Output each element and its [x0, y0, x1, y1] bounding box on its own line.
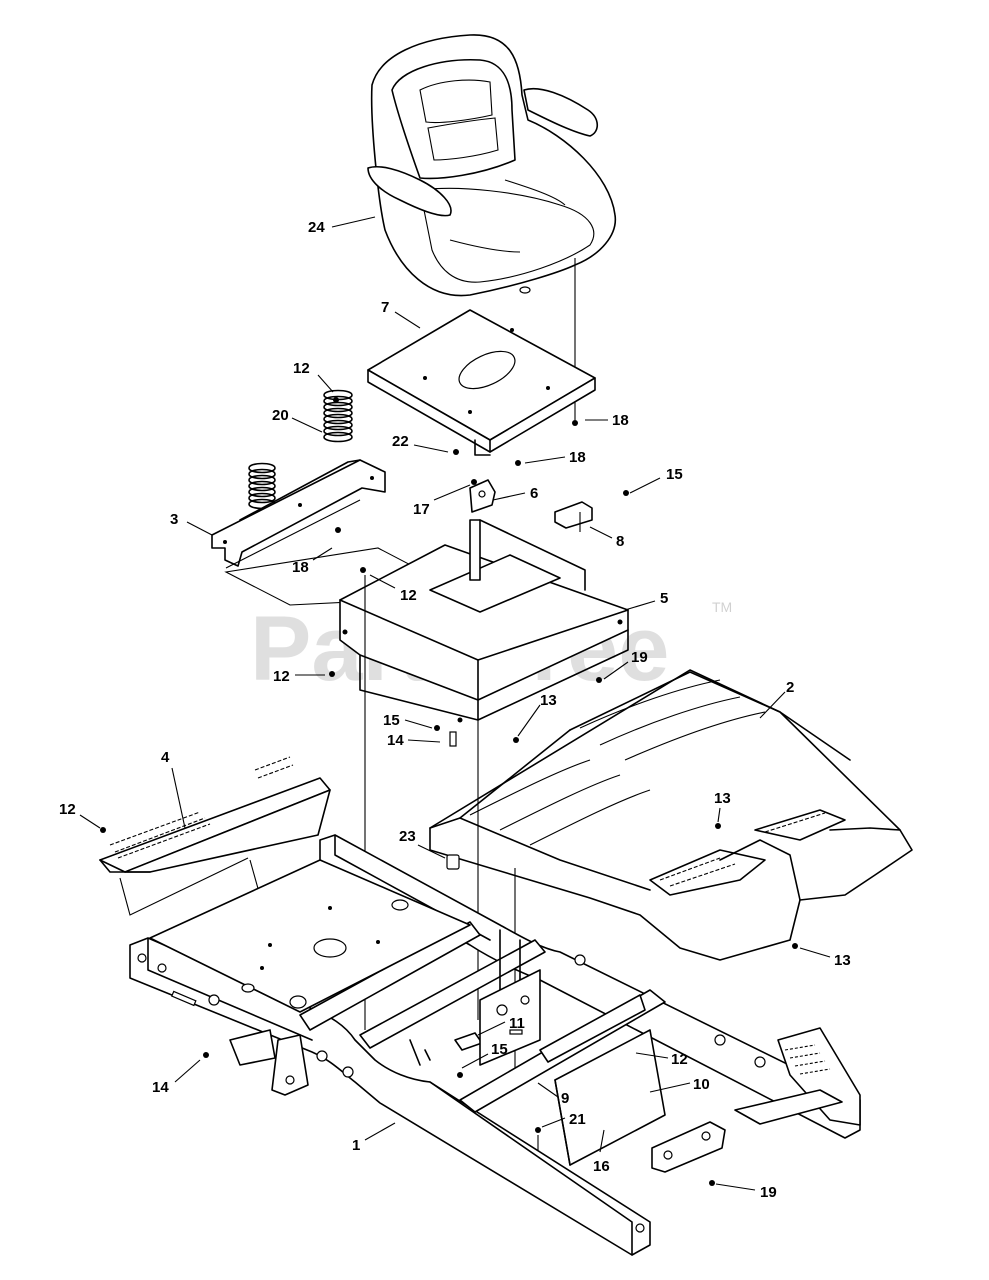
seat-spring-part-20[interactable]	[248, 389, 353, 510]
callout-1[interactable]: 1	[352, 1137, 360, 1154]
callout-leaders	[79, 216, 831, 1191]
callout-12[interactable]: 12	[400, 587, 417, 604]
callout-22[interactable]: 22	[392, 433, 409, 450]
callout-18[interactable]: 18	[292, 559, 309, 576]
callout-16[interactable]: 16	[593, 1158, 610, 1175]
callout-5[interactable]: 5	[660, 590, 668, 607]
callout-12[interactable]: 12	[671, 1051, 688, 1068]
callout-14[interactable]: 14	[152, 1079, 169, 1096]
callout-7[interactable]: 7	[381, 299, 389, 316]
callout-2[interactable]: 2	[786, 679, 794, 696]
floor-pan-part-2[interactable]	[429, 669, 913, 961]
seat-plate-part-7[interactable]	[367, 309, 596, 456]
callout-8[interactable]: 8	[616, 533, 624, 550]
callout-11[interactable]: 11	[509, 1015, 525, 1032]
callout-19[interactable]: 19	[760, 1184, 777, 1201]
callout-18[interactable]: 18	[612, 412, 629, 429]
callout-20[interactable]: 20	[272, 407, 289, 424]
callout-13[interactable]: 13	[540, 692, 557, 709]
seat-part-24[interactable]	[367, 34, 617, 420]
callout-15[interactable]: 15	[666, 466, 683, 483]
callout-3[interactable]: 3	[170, 511, 178, 528]
spring-bracket-part-3[interactable]	[211, 459, 386, 569]
callout-6[interactable]: 6	[530, 485, 538, 502]
callout-12[interactable]: 12	[59, 801, 76, 818]
footrest-plate-part-4[interactable]	[99, 756, 331, 873]
callout-18[interactable]: 18	[569, 449, 586, 466]
watermark-tm: TM	[712, 599, 732, 615]
callout-14[interactable]: 14	[387, 732, 404, 749]
callout-9[interactable]: 9	[561, 1090, 569, 1107]
bracket-part-6[interactable]	[469, 479, 496, 513]
callout-12[interactable]: 12	[273, 668, 290, 685]
callout-19[interactable]: 19	[631, 649, 648, 666]
bracket-part-8[interactable]	[554, 501, 593, 532]
callout-15[interactable]: 15	[383, 712, 400, 729]
callout-12[interactable]: 12	[293, 360, 310, 377]
callout-17[interactable]: 17	[413, 501, 430, 518]
callout-4[interactable]: 4	[161, 749, 170, 766]
callout-10[interactable]: 10	[693, 1076, 710, 1093]
seat-box-part-5[interactable]	[339, 519, 629, 723]
callout-labels: 24 7 12 20 22 18 18 17 6 15 8 3 18 12 5 …	[59, 219, 851, 1201]
callout-23[interactable]: 23	[399, 828, 416, 845]
callout-13[interactable]: 13	[714, 790, 731, 807]
frame-part-1[interactable]	[129, 834, 861, 1256]
callout-13[interactable]: 13	[834, 952, 851, 969]
callout-21[interactable]: 21	[569, 1111, 586, 1128]
callout-24[interactable]: 24	[308, 219, 325, 236]
callout-15[interactable]: 15	[491, 1041, 508, 1058]
floor-pan-tread-holes	[469, 679, 766, 846]
